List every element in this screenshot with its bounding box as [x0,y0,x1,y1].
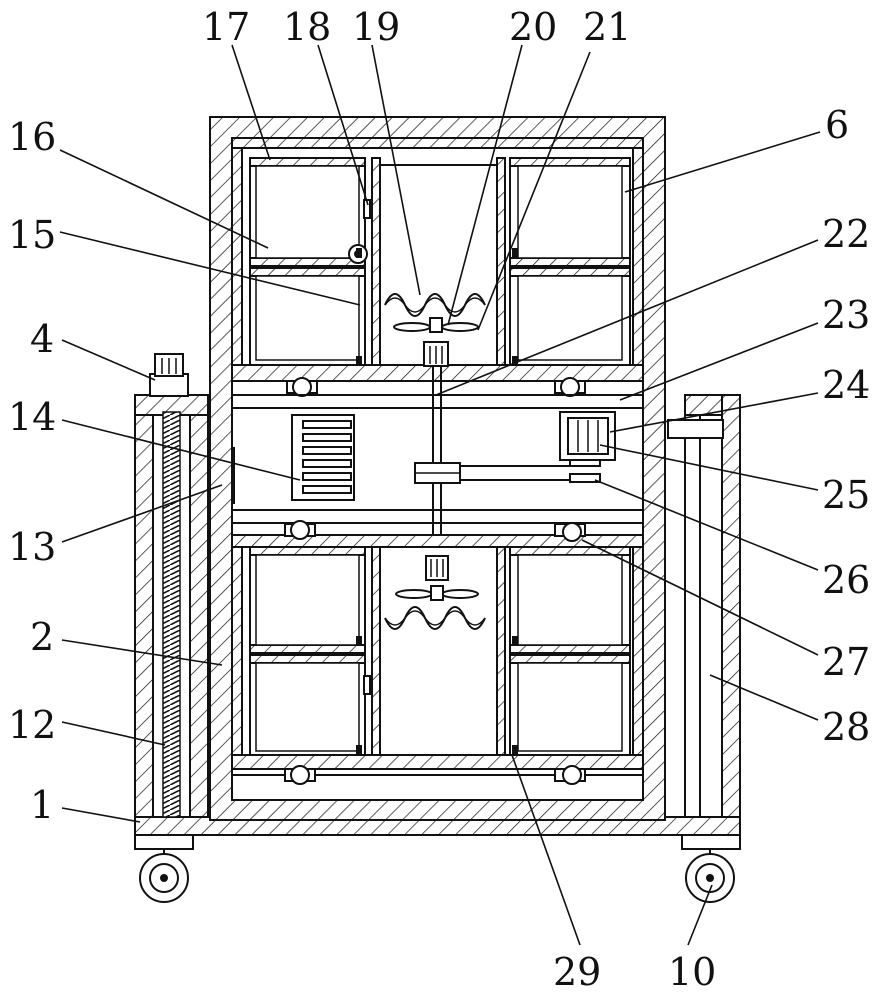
label-17: 17 [202,5,250,49]
lower-rollers [284,520,586,785]
label-16: 16 [8,115,56,159]
lower-left-cells [249,546,381,756]
leader-lines [59,44,821,946]
label-28: 28 [822,705,870,749]
label-23: 23 [822,293,870,337]
left-column [134,394,209,818]
upper-hinges [348,199,518,366]
label-22: 22 [822,212,870,256]
label-6: 6 [825,103,849,147]
reference-labels: 17 18 19 20 21 16 15 6 22 23 24 25 26 27… [8,5,870,994]
label-25: 25 [822,473,870,517]
right-column [667,394,741,818]
vent-grille [291,414,355,501]
label-14: 14 [8,395,56,439]
lower-fan-chamber [384,555,486,630]
label-24: 24 [822,363,870,407]
label-10: 10 [668,950,716,994]
label-4: 4 [30,317,54,361]
label-26: 26 [822,558,870,602]
lead-screw [162,411,181,818]
drive-shaft [414,365,600,560]
motor-top [149,353,189,397]
label-29: 29 [553,950,601,994]
label-2: 2 [30,615,54,659]
right-wheel [681,834,741,903]
label-1: 1 [30,783,54,827]
upper-right-cells [496,157,631,366]
lower-right-cells [496,546,631,756]
drive-motor [559,411,616,483]
label-15: 15 [8,213,56,257]
label-13: 13 [8,525,56,569]
lower-hinges [356,636,518,755]
upper-left-cells [249,157,381,366]
label-27: 27 [822,640,870,684]
label-12: 12 [8,703,56,747]
label-21: 21 [583,5,631,49]
label-18: 18 [283,5,331,49]
left-wheel [134,834,194,903]
upper-fan-chamber [380,164,497,367]
label-19: 19 [352,5,400,49]
label-20: 20 [509,5,557,49]
